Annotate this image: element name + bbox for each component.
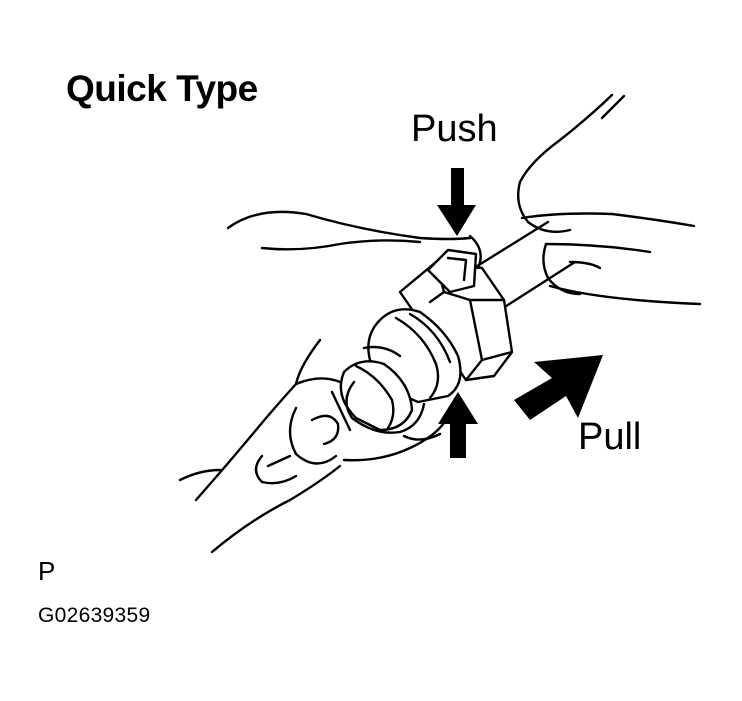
push-label: Push	[411, 108, 498, 150]
left-hand	[178, 210, 482, 554]
diagram-title: Quick Type	[66, 68, 258, 109]
quick-connector	[330, 248, 514, 432]
hose	[472, 220, 577, 312]
push-arrow-up	[438, 392, 478, 458]
right-hand	[517, 93, 702, 306]
pull-label: Pull	[578, 416, 642, 458]
figure-code-id: G02639359	[38, 604, 151, 627]
push-arrow-down	[437, 168, 476, 236]
pull-arrow	[514, 355, 603, 420]
figure-code-letter: P	[38, 556, 56, 586]
